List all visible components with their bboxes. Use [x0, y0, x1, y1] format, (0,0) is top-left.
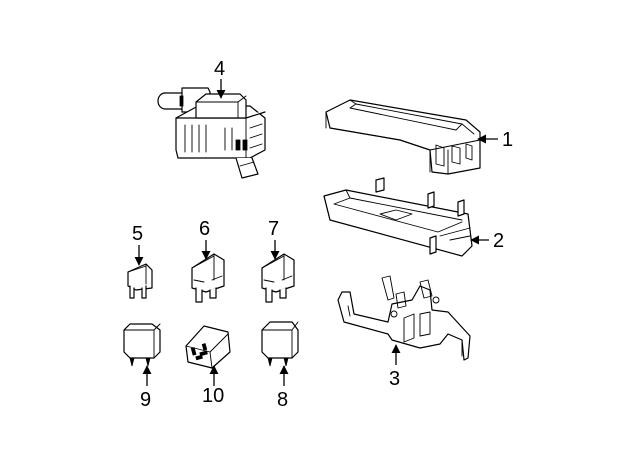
part-2-tray	[323, 177, 473, 257]
part-8-relay	[261, 321, 299, 367]
callout-8: 8	[277, 389, 288, 411]
callout-4: 4	[214, 58, 225, 80]
callout-10: 10	[202, 385, 224, 407]
part-1-cover	[325, 99, 481, 175]
callout-2: 2	[493, 230, 504, 252]
callout-1: 1	[502, 129, 513, 151]
callout-9: 9	[140, 389, 151, 411]
callout-3: 3	[389, 368, 400, 390]
part-6-maxi-fuse	[191, 253, 225, 303]
part-4-fuse-block	[157, 87, 266, 179]
callout-labels: 1 2 3 4 5 6 7 8 9 10	[132, 58, 513, 411]
callout-7: 7	[268, 218, 279, 240]
callout-6: 6	[199, 218, 210, 240]
part-3-bracket	[337, 275, 471, 361]
leader-lines	[134, 79, 498, 386]
part-9-relay	[123, 323, 161, 367]
callout-5: 5	[132, 223, 143, 245]
part-5-mini-fuse	[127, 263, 153, 299]
part-7-maxi-fuse	[261, 253, 295, 303]
part-10-relay	[185, 325, 231, 369]
